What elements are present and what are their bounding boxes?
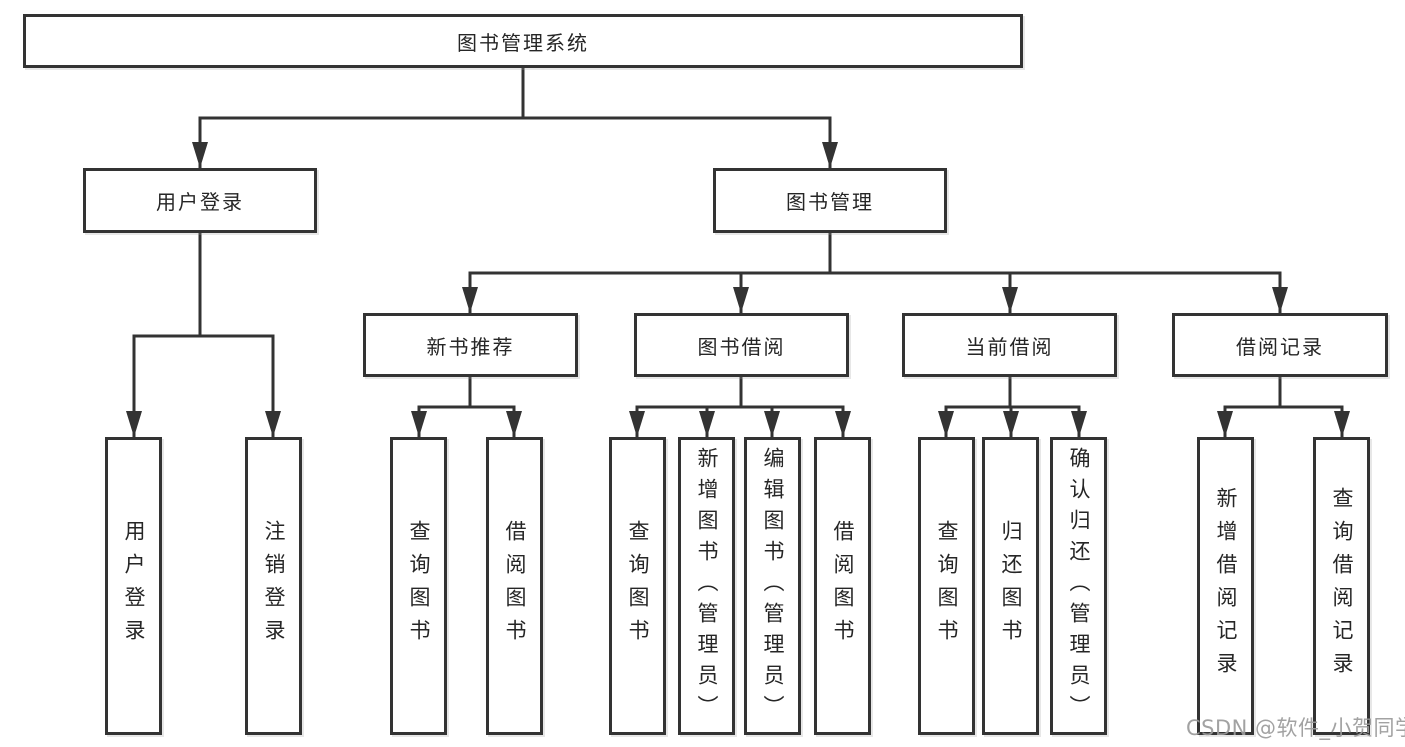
leaf-user-login: 用户登录 bbox=[105, 437, 162, 735]
arrowhead-icon bbox=[1002, 287, 1018, 313]
node-new-book-recommend: 新书推荐 bbox=[363, 313, 578, 377]
arrowhead-icon bbox=[462, 287, 478, 313]
leaf-return-book: 归还图书 bbox=[982, 437, 1039, 735]
edge-borrow-to-leaves bbox=[635, 377, 845, 437]
arrowhead-icon bbox=[1071, 411, 1087, 437]
edge-current-to-leaves bbox=[944, 377, 1081, 437]
arrowhead-icon bbox=[764, 411, 780, 437]
leaf-confirm-return-admin: 确认归还（管理员） bbox=[1050, 437, 1107, 735]
leaf-edit-book-admin: 编辑图书（管理员） bbox=[744, 437, 801, 735]
arrowhead-icon bbox=[506, 411, 522, 437]
edge-userlogin-to-leaves bbox=[132, 233, 275, 437]
arrowhead-icon bbox=[629, 411, 645, 437]
csdn-watermark: CSDN @软件_小贺同学 bbox=[1186, 716, 1405, 740]
leaf-query-borrow-record: 查询借阅记录 bbox=[1313, 437, 1370, 735]
leaf-borrow-books: 借阅图书 bbox=[814, 437, 871, 735]
arrowhead-icon bbox=[1217, 411, 1233, 437]
leaf-add-borrow-record: 新增借阅记录 bbox=[1197, 437, 1254, 735]
node-book-borrow: 图书借阅 bbox=[634, 313, 849, 377]
leaf-query-books-borrow: 查询图书 bbox=[609, 437, 666, 735]
arrowhead-icon bbox=[411, 411, 427, 437]
leaf-borrow-books-recommend: 借阅图书 bbox=[486, 437, 543, 735]
node-borrow-records: 借阅记录 bbox=[1172, 313, 1388, 377]
arrowhead-icon bbox=[1003, 411, 1019, 437]
edge-bookmgmt-to-level3 bbox=[468, 233, 1282, 313]
arrowhead-icon bbox=[835, 411, 851, 437]
edge-records-to-leaves bbox=[1223, 377, 1344, 437]
node-current-borrow: 当前借阅 bbox=[902, 313, 1117, 377]
node-user-login: 用户登录 bbox=[83, 168, 317, 233]
edge-root-to-level2 bbox=[198, 68, 832, 168]
edge-recommend-to-leaves bbox=[417, 377, 516, 437]
arrowhead-icon bbox=[699, 411, 715, 437]
arrowhead-icon bbox=[265, 411, 281, 437]
arrowhead-icon bbox=[192, 142, 208, 168]
tree-edges bbox=[132, 68, 1344, 437]
node-book-management: 图书管理 bbox=[713, 168, 947, 233]
leaf-logout-login: 注销登录 bbox=[245, 437, 302, 735]
arrowhead-icon bbox=[938, 411, 954, 437]
node-root-system: 图书管理系统 bbox=[23, 14, 1023, 68]
arrowhead-icon bbox=[822, 142, 838, 168]
leaf-query-books-recommend: 查询图书 bbox=[390, 437, 447, 735]
arrowhead-icon bbox=[1272, 287, 1288, 313]
leaf-add-book-admin: 新增图书（管理员） bbox=[678, 437, 735, 735]
arrowhead-icon bbox=[126, 411, 142, 437]
arrowhead-icon bbox=[733, 287, 749, 313]
leaf-query-books-current: 查询图书 bbox=[918, 437, 975, 735]
arrowhead-icon bbox=[1334, 411, 1350, 437]
